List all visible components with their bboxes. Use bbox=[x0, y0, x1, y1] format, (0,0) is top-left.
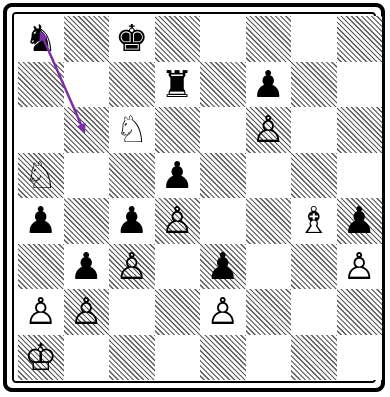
square-g5[interactable] bbox=[291, 153, 337, 199]
square-d1[interactable] bbox=[155, 335, 201, 381]
white-pawn-icon[interactable]: ♙ bbox=[246, 107, 292, 153]
square-g1[interactable] bbox=[291, 335, 337, 381]
square-a8[interactable]: ♞ bbox=[18, 16, 64, 62]
square-h1[interactable] bbox=[337, 335, 383, 381]
square-e6[interactable] bbox=[200, 107, 246, 153]
black-pawn-icon[interactable]: ♟ bbox=[337, 198, 383, 244]
square-d8[interactable] bbox=[155, 16, 201, 62]
white-pawn-icon[interactable]: ♙ bbox=[64, 289, 110, 335]
square-c7[interactable] bbox=[109, 62, 155, 108]
square-c1[interactable] bbox=[109, 335, 155, 381]
square-f5[interactable] bbox=[246, 153, 292, 199]
white-knight-icon[interactable]: ♘ bbox=[18, 153, 64, 199]
square-e2[interactable]: ♙ bbox=[200, 289, 246, 335]
square-c8[interactable]: ♚ bbox=[109, 16, 155, 62]
square-f3[interactable] bbox=[246, 244, 292, 290]
square-c6[interactable]: ♘ bbox=[109, 107, 155, 153]
black-pawn-icon[interactable]: ♟ bbox=[109, 198, 155, 244]
square-c4[interactable]: ♟ bbox=[109, 198, 155, 244]
square-e5[interactable] bbox=[200, 153, 246, 199]
square-a7[interactable] bbox=[18, 62, 64, 108]
square-b6[interactable] bbox=[64, 107, 110, 153]
square-g2[interactable] bbox=[291, 289, 337, 335]
square-f2[interactable] bbox=[246, 289, 292, 335]
square-e4[interactable] bbox=[200, 198, 246, 244]
square-d5[interactable]: ♟ bbox=[155, 153, 201, 199]
square-e8[interactable] bbox=[200, 16, 246, 62]
square-g3[interactable] bbox=[291, 244, 337, 290]
white-pawn-icon[interactable]: ♙ bbox=[200, 289, 246, 335]
square-c5[interactable] bbox=[109, 153, 155, 199]
black-knight-icon[interactable]: ♞ bbox=[18, 16, 64, 62]
square-a3[interactable] bbox=[18, 244, 64, 290]
white-pawn-icon[interactable]: ♙ bbox=[337, 244, 383, 290]
square-g4[interactable]: ♗ bbox=[291, 198, 337, 244]
black-king-icon[interactable]: ♚ bbox=[109, 16, 155, 62]
black-pawn-icon[interactable]: ♟ bbox=[200, 244, 246, 290]
square-e7[interactable] bbox=[200, 62, 246, 108]
white-pawn-icon[interactable]: ♙ bbox=[109, 244, 155, 290]
square-a2[interactable]: ♙ bbox=[18, 289, 64, 335]
square-b3[interactable]: ♟ bbox=[64, 244, 110, 290]
square-b1[interactable] bbox=[64, 335, 110, 381]
square-h3[interactable]: ♙ bbox=[337, 244, 383, 290]
black-rook-icon[interactable]: ♜ bbox=[155, 62, 201, 108]
square-a4[interactable]: ♟ bbox=[18, 198, 64, 244]
black-pawn-icon[interactable]: ♟ bbox=[64, 244, 110, 290]
black-pawn-icon[interactable]: ♟ bbox=[18, 198, 64, 244]
square-f4[interactable] bbox=[246, 198, 292, 244]
square-d2[interactable] bbox=[155, 289, 201, 335]
square-f7[interactable]: ♟ bbox=[246, 62, 292, 108]
square-c2[interactable] bbox=[109, 289, 155, 335]
square-h2[interactable] bbox=[337, 289, 383, 335]
square-h5[interactable] bbox=[337, 153, 383, 199]
square-d6[interactable] bbox=[155, 107, 201, 153]
white-pawn-icon[interactable]: ♙ bbox=[18, 289, 64, 335]
square-g7[interactable] bbox=[291, 62, 337, 108]
square-g8[interactable] bbox=[291, 16, 337, 62]
square-f8[interactable] bbox=[246, 16, 292, 62]
square-d7[interactable]: ♜ bbox=[155, 62, 201, 108]
square-b4[interactable] bbox=[64, 198, 110, 244]
square-h8[interactable] bbox=[337, 16, 383, 62]
square-f6[interactable]: ♙ bbox=[246, 107, 292, 153]
square-h4[interactable]: ♟ bbox=[337, 198, 383, 244]
square-a1[interactable]: ♔ bbox=[18, 335, 64, 381]
black-pawn-icon[interactable]: ♟ bbox=[246, 62, 292, 108]
square-e3[interactable]: ♟ bbox=[200, 244, 246, 290]
square-b5[interactable] bbox=[64, 153, 110, 199]
square-d4[interactable]: ♙ bbox=[155, 198, 201, 244]
square-b7[interactable] bbox=[64, 62, 110, 108]
square-b2[interactable]: ♙ bbox=[64, 289, 110, 335]
square-h6[interactable] bbox=[337, 107, 383, 153]
black-pawn-icon[interactable]: ♟ bbox=[155, 153, 201, 199]
square-c3[interactable]: ♙ bbox=[109, 244, 155, 290]
square-a5[interactable]: ♘ bbox=[18, 153, 64, 199]
square-f1[interactable] bbox=[246, 335, 292, 381]
chess-board[interactable]: ♞♚♜♟♘♙♘♟♟♟♙♗♟♟♙♟♙♙♙♙♔ bbox=[18, 16, 382, 380]
white-king-icon[interactable]: ♔ bbox=[18, 335, 64, 381]
square-a6[interactable] bbox=[18, 107, 64, 153]
square-h7[interactable] bbox=[337, 62, 383, 108]
white-bishop-icon[interactable]: ♗ bbox=[291, 198, 337, 244]
square-b8[interactable] bbox=[64, 16, 110, 62]
square-g6[interactable] bbox=[291, 107, 337, 153]
white-pawn-icon[interactable]: ♙ bbox=[155, 198, 201, 244]
square-d3[interactable] bbox=[155, 244, 201, 290]
white-knight-icon[interactable]: ♘ bbox=[109, 107, 155, 153]
square-e1[interactable] bbox=[200, 335, 246, 381]
